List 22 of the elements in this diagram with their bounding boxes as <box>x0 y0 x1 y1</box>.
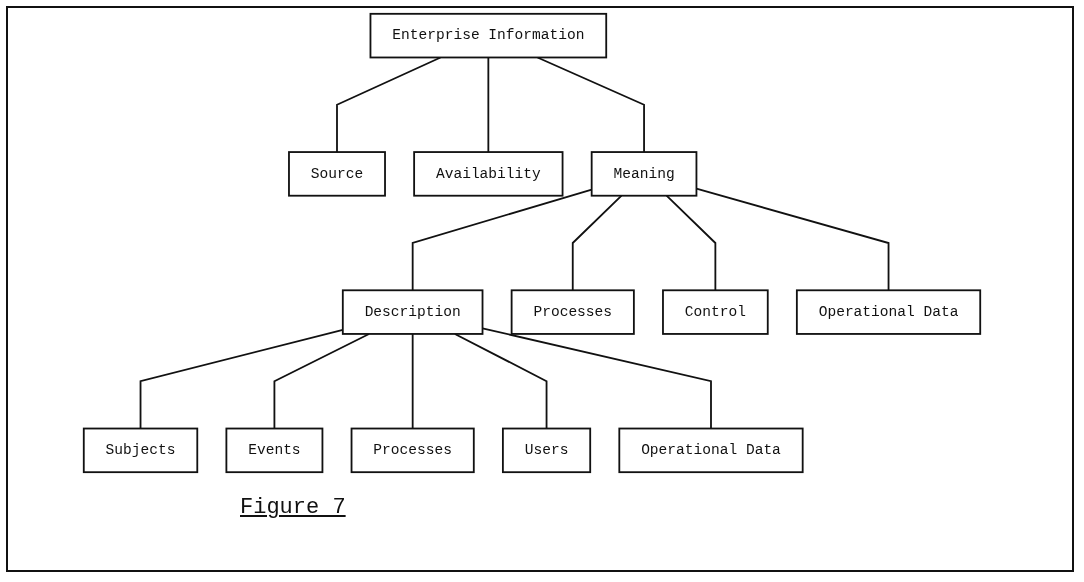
node-box: Control <box>662 289 769 335</box>
node-box: Description <box>341 289 484 335</box>
node-box: Availability <box>413 151 564 197</box>
node-box: Events <box>225 427 324 474</box>
connector <box>571 194 623 292</box>
connector <box>487 56 490 153</box>
node-box: Operational Data <box>795 289 982 335</box>
node-box: Users <box>501 427 592 474</box>
node-box: Processes <box>350 427 475 474</box>
connector <box>273 333 370 430</box>
node-box: Source <box>288 151 386 197</box>
node-box: Subjects <box>82 427 199 474</box>
connector <box>536 56 645 153</box>
node-box: Processes <box>510 289 635 335</box>
connector <box>665 194 717 292</box>
connector <box>336 56 442 153</box>
figure-caption: Figure 7 <box>240 495 346 520</box>
node-box: Operational Data <box>618 427 804 474</box>
node-box: Enterprise Information <box>369 12 608 59</box>
connector <box>454 333 548 430</box>
connector <box>411 333 414 430</box>
node-box: Meaning <box>590 151 698 197</box>
